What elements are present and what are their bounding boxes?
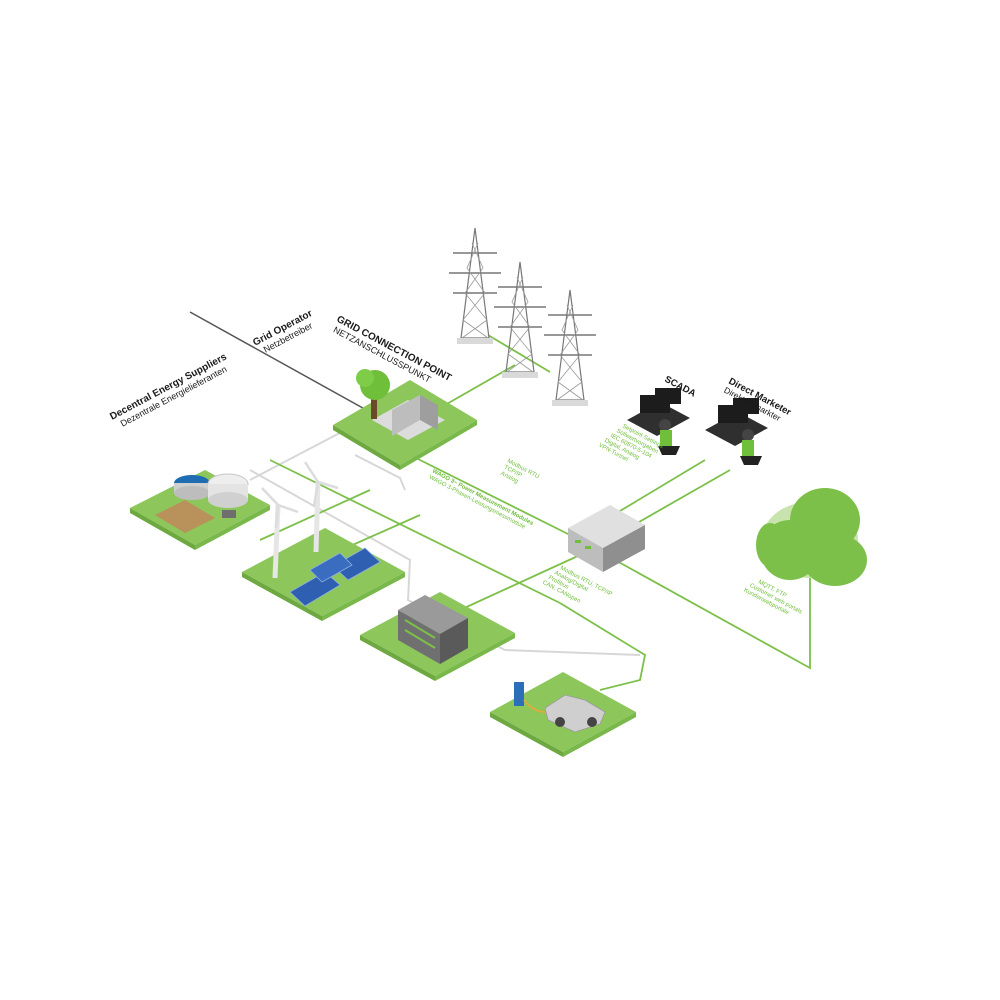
ev-platform [490,672,636,757]
grid-module-line [409,454,581,541]
marketer-line [624,469,731,531]
wind-turbine-icon [303,461,339,553]
controller-module [568,505,645,572]
solar-panel-icon [309,552,353,583]
decentral-suppliers-subtitle: Dezentrale Energielieferanten [119,364,229,429]
storage-platform [360,592,515,681]
gray-line [249,424,356,481]
solar-panel-icon [332,547,381,581]
battery-storage-icon [398,610,440,664]
cloud-line [614,559,811,670]
tractor-icon [222,510,236,518]
transformer-icon [392,395,420,436]
decentral-suppliers-title: Decentral Energy Suppliers [108,351,229,422]
decentral-suppliers-label: Decentral Energy Suppliers Dezentrale En… [108,351,229,429]
gray-line [249,469,641,656]
storage-line [459,554,581,611]
grid-operator-label: Grid Operator Netzbetreiber [251,308,314,355]
grid-connection-label: GRID CONNECTION POINT NETZANSCHLUSSPUNKT [332,314,453,385]
field-icon [155,500,215,533]
charger-icon [514,682,524,706]
cloud-icon [756,488,867,586]
grid-connection-title: GRID CONNECTION POINT [335,314,453,384]
solar-panel-icon [289,571,341,607]
pylon-link-line [487,334,551,373]
wind-turbine-icon [261,487,299,579]
grid-operator-line [189,311,371,413]
ev-line [559,602,647,691]
pylon-icon [493,261,547,379]
scada-workstation-icon [627,388,690,455]
pylon-icon [448,227,502,345]
grid-link-protocols: Modbus RTU TCP/IP Analog [499,458,540,484]
protocol-text: WAGO 3-Phasen-Leistungsmessmodule [428,475,527,531]
scada-line [604,459,706,521]
cloud-link-protocols: MQTT, FTP Customer web portals Kundenweb… [743,579,803,616]
pylon-icon [543,289,597,407]
wind-solar-platform [242,461,405,621]
grid-connection-platform [333,369,477,470]
grid-pylon-line [444,364,516,406]
gray-line [354,454,406,491]
marketer-workstation-icon [705,398,768,465]
biogas-platform [130,470,270,550]
